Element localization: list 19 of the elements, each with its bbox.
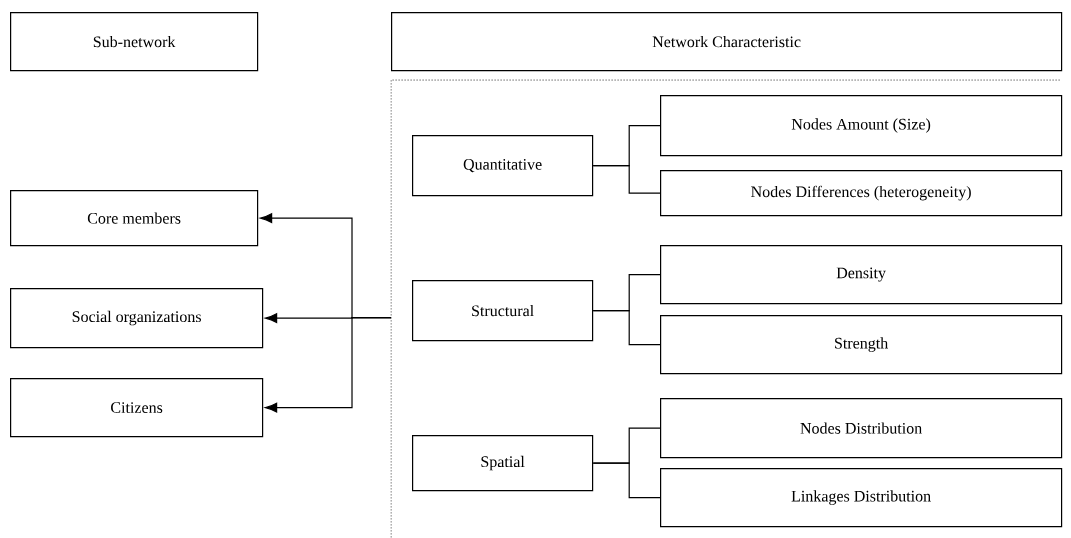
dotted-frame xyxy=(390,79,1062,538)
bracket-line xyxy=(592,462,661,499)
label-box: Sub-network xyxy=(10,12,259,72)
category-box: Spatial xyxy=(412,435,594,492)
category-box: Strength xyxy=(660,315,1063,375)
category-box: Nodes Amount (Size) xyxy=(660,95,1063,157)
arrow xyxy=(264,317,392,413)
bracket-line xyxy=(592,165,661,194)
category-box: Core members xyxy=(10,190,259,247)
label-box: Network Characteristic xyxy=(391,12,1063,72)
bracket-line xyxy=(592,310,661,346)
category-box: Nodes Differences (heterogeneity) xyxy=(660,170,1063,217)
category-box: Structural xyxy=(412,280,594,342)
category-box: Citizens xyxy=(10,378,264,438)
category-box: Linkages Distribution xyxy=(660,468,1063,528)
category-box: Social organizations xyxy=(10,288,264,349)
category-box: Density xyxy=(660,245,1063,305)
category-box: Quantitative xyxy=(412,135,594,197)
category-box: Nodes Distribution xyxy=(660,398,1063,459)
